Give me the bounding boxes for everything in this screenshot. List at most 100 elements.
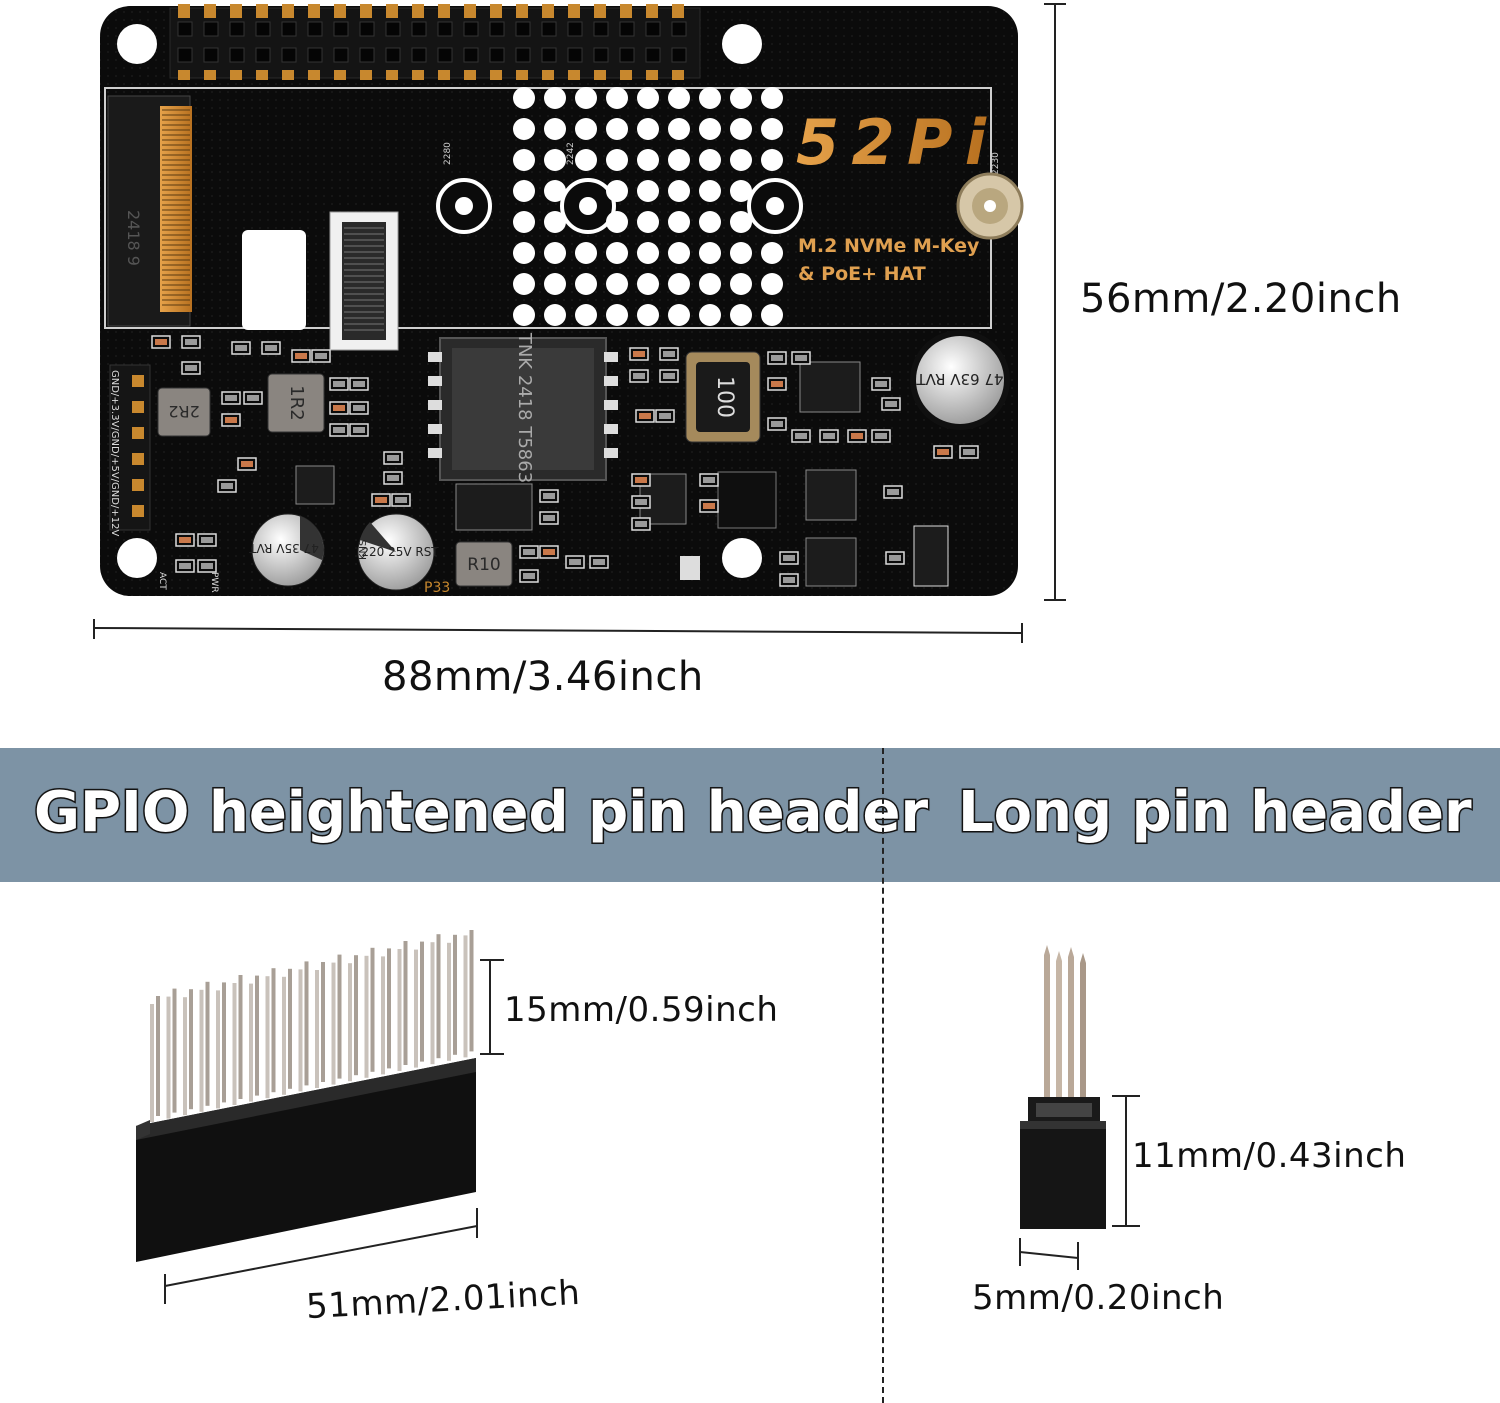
long-pin-header-illustration — [1020, 945, 1106, 1229]
product-name-line2: & PoE+ HAT — [798, 263, 926, 285]
product-name-line1: M.2 NVMe M-Key — [798, 235, 980, 257]
smd-component — [631, 517, 651, 531]
inductor-100: 100 — [685, 351, 761, 443]
section-divider — [882, 748, 884, 1403]
svg-text:KNS: KNS — [358, 540, 369, 560]
smd-component — [767, 417, 787, 431]
smd-component — [933, 445, 953, 459]
inductor-2r2: 2R2 — [157, 387, 211, 437]
capacitor-left: 47 35V RVT — [249, 513, 325, 587]
poe-transformer: TNK 2418 T5863 — [428, 332, 618, 483]
long-pin-width-label: 5mm/0.20inch — [972, 1278, 1225, 1318]
smd-component — [631, 473, 651, 487]
smd-component — [391, 493, 411, 507]
smd-component — [217, 479, 237, 493]
long-pin-section-title: Long pin header — [957, 779, 1474, 847]
svg-text:2R2: 2R2 — [168, 402, 199, 421]
smd-component — [181, 335, 201, 349]
smd-component — [629, 347, 649, 361]
smd-component — [565, 555, 585, 569]
smd-component — [629, 369, 649, 383]
header-pin — [216, 982, 226, 1109]
capacitor-right: 47 63V RVT — [910, 330, 1010, 430]
smd-component — [779, 573, 799, 587]
smd-component — [349, 423, 369, 437]
header-pin — [381, 948, 391, 1075]
long-pin-width-dimension-line — [1019, 1238, 1079, 1270]
header-pin — [397, 941, 408, 1071]
smd-component — [659, 369, 679, 383]
smd-component — [539, 489, 559, 503]
svg-text:1R2: 1R2 — [286, 385, 307, 420]
smd-component — [349, 401, 369, 415]
smd-component — [819, 429, 839, 443]
smd-component — [197, 533, 217, 547]
smd-component — [329, 401, 349, 415]
inductor-1r2: 1R2 — [267, 373, 325, 433]
smd-component — [181, 361, 201, 375]
gpio-length-dimension-line — [164, 1208, 478, 1304]
header-pin — [447, 934, 457, 1061]
board-width-dimension-line — [93, 619, 1023, 643]
gpio-height-label: 15mm/0.59inch — [504, 990, 779, 1030]
header-pin — [249, 975, 259, 1102]
smd-component — [791, 351, 811, 365]
smd-component — [871, 377, 891, 391]
smd-component — [519, 569, 539, 583]
header-pin — [265, 968, 276, 1099]
smd-component — [383, 451, 403, 465]
header-pin — [315, 962, 325, 1088]
smd-component — [779, 551, 799, 565]
brass-standoff — [956, 172, 1024, 240]
svg-text:47 63V RVT: 47 63V RVT — [916, 370, 1004, 388]
smd-component — [383, 471, 403, 485]
smd-component — [881, 397, 901, 411]
smd-component — [883, 485, 903, 499]
svg-text:100: 100 — [712, 376, 737, 418]
smd-component — [311, 349, 331, 363]
smd-component — [871, 429, 891, 443]
smd-component — [151, 335, 171, 349]
smd-component — [659, 347, 679, 361]
svg-text:TNK 2418 T5863: TNK 2418 T5863 — [514, 332, 535, 483]
smd-component — [539, 545, 559, 559]
svg-text:2418 9: 2418 9 — [124, 210, 143, 266]
header-pin — [364, 947, 375, 1078]
header-pin — [430, 934, 441, 1065]
smd-component — [589, 555, 609, 569]
smd-component — [655, 409, 675, 423]
svg-text:R10: R10 — [467, 555, 500, 575]
smd-component — [699, 473, 719, 487]
p33-label: P33 — [424, 580, 450, 596]
m2-size-label: 2280 — [443, 142, 453, 165]
smd-component — [847, 429, 867, 443]
svg-text:47 35V RVT: 47 35V RVT — [249, 541, 319, 555]
smd-component — [197, 559, 217, 573]
header-pin — [232, 975, 243, 1105]
smd-component — [221, 413, 241, 427]
fpc-connector — [329, 211, 399, 351]
smd-component — [519, 545, 539, 559]
smd-component — [175, 559, 195, 573]
smd-component — [885, 551, 905, 565]
smd-component — [791, 429, 811, 443]
gpio-height-dimension-line — [480, 959, 504, 1055]
gpio-section-title: GPIO heightened pin header — [32, 779, 929, 847]
inductor-r10: R10 — [455, 541, 513, 587]
smd-component — [539, 511, 559, 525]
mounting-holes — [117, 24, 762, 578]
gpio-header-top — [169, 4, 701, 80]
header-pin — [282, 968, 292, 1095]
header-pin — [414, 941, 424, 1068]
pin-labels: GND/+3.3V/GND/+5V/GND/+12V — [109, 370, 120, 536]
smd-component — [699, 499, 719, 513]
header-pin — [463, 930, 474, 1058]
m2-size-label-2242: 2242 — [566, 142, 576, 165]
smd-component — [959, 445, 979, 459]
act-label: ACT — [157, 572, 167, 590]
header-pin — [331, 954, 342, 1085]
header-pin — [150, 996, 160, 1122]
smd-component — [371, 493, 391, 507]
header-pin — [183, 989, 193, 1116]
board-height-dimension-line — [1044, 3, 1066, 601]
